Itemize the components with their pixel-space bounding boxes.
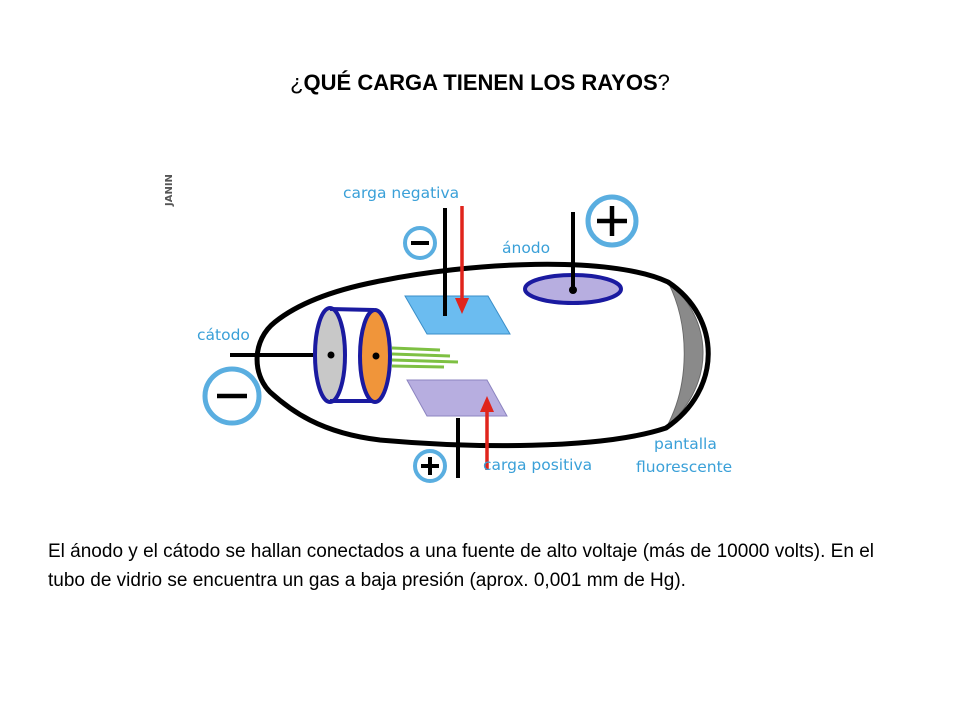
author-signature: JANIN — [164, 174, 175, 207]
cathode-center-dot — [327, 351, 335, 359]
fluorescent-screen — [665, 281, 704, 429]
anode-positive-sign — [585, 194, 639, 248]
slide-title: ¿QUÉ CARGA TIENEN LOS RAYOS? — [0, 70, 960, 96]
label-pantalla: pantalla — [654, 435, 717, 453]
label-carga-negativa: carga negativa — [343, 184, 459, 202]
title-close-question: ? — [657, 70, 670, 95]
cathode-ray-3 — [391, 358, 459, 364]
cathode-ray-2 — [391, 352, 451, 358]
glass-tube — [254, 261, 711, 449]
anode-center-dot — [569, 286, 577, 294]
label-carga-positiva: carga positiva — [483, 456, 592, 474]
positive-plate-plus-sign — [413, 449, 447, 483]
title-text: QUÉ CARGA TIENEN LOS RAYOS — [303, 70, 658, 95]
negative-charge-arrow-head — [455, 298, 469, 314]
cathode-minus-sign — [202, 366, 262, 426]
description-text: El ánodo y el cátodo se hallan conectado… — [48, 541, 874, 591]
cylinder-top-edge — [329, 307, 375, 312]
orange-disc-dot — [372, 352, 380, 360]
label-catodo: cátodo — [197, 326, 250, 344]
positive-charge-arrow-head — [480, 396, 494, 412]
cathode-ray-1 — [391, 346, 441, 352]
negative-plate-minus-sign — [403, 226, 437, 260]
label-fluorescente: fluorescente — [636, 458, 732, 476]
title-open-question: ¿ — [290, 70, 304, 95]
positive-plate — [406, 379, 508, 417]
label-anodo: ánodo — [502, 239, 550, 257]
cathode-ray-4 — [391, 364, 445, 369]
